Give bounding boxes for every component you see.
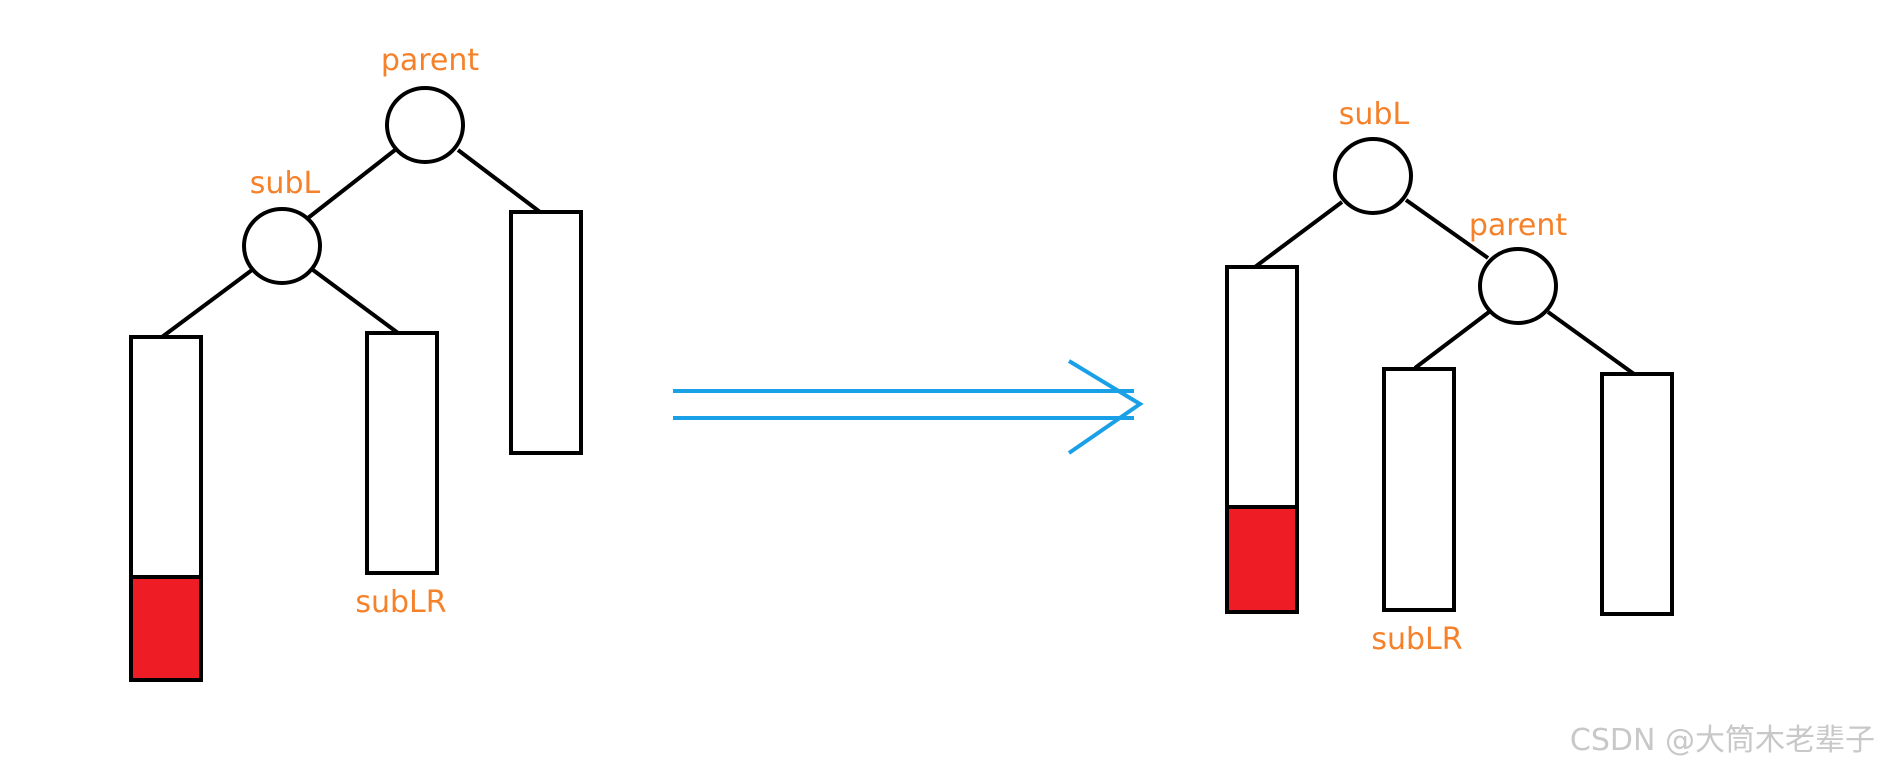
node-subL-after [1333, 137, 1413, 215]
subtree-subLR-after [1382, 367, 1456, 612]
subtree-left-inserted-block-after [1229, 508, 1295, 610]
label-parent-after: parent [1469, 208, 1568, 243]
edge-subL-left-subtree-after [1253, 200, 1344, 269]
edge-parent-subL [306, 148, 397, 220]
tree-before: parent subL subLR [129, 43, 583, 682]
edge-parent-right-subtree-after [1546, 310, 1636, 376]
node-subL [242, 207, 322, 285]
subtree-left-inserted-block [133, 578, 199, 678]
label-subLR: subLR [355, 585, 446, 620]
edge-subL-left-subtree [160, 268, 254, 339]
label-parent: parent [381, 43, 480, 78]
label-subL: subL [250, 166, 321, 201]
double-arrow-right-icon [673, 359, 1144, 455]
tree-after: subL parent subLR [1225, 97, 1674, 657]
edge-parent-right-subtree [456, 148, 542, 214]
edge-subL-parent-after [1404, 198, 1490, 260]
label-subLR-after: subLR [1371, 622, 1462, 657]
subtree-parent-right [509, 210, 583, 455]
label-subL-after: subL [1339, 97, 1410, 132]
node-parent-after [1478, 247, 1558, 325]
edge-parent-subLR-after [1413, 310, 1491, 370]
subtree-subLR [365, 331, 439, 575]
watermark: CSDN @大筒木老辈子 [1570, 723, 1875, 758]
subtree-parent-right-after [1600, 372, 1674, 616]
edge-subL-subLR [311, 268, 400, 335]
node-parent [385, 86, 465, 164]
